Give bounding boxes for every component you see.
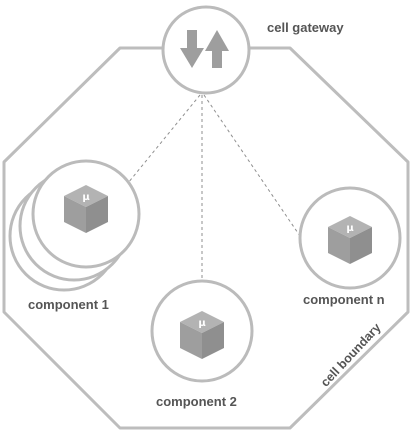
component-1-node[interactable]: μ — [8, 159, 141, 292]
up-down-arrows-icon — [180, 30, 229, 68]
component-n-badge: μ — [346, 223, 354, 234]
cell-boundary-octagon — [2, 46, 410, 430]
component-n-label: component n — [303, 292, 385, 307]
connections — [127, 94, 301, 282]
cell-gateway-node[interactable] — [161, 5, 251, 95]
component-1-badge: μ — [82, 192, 90, 203]
component-2-label: component 2 — [156, 394, 237, 409]
component-1-label: component 1 — [28, 297, 109, 312]
connection-gateway-component-1 — [127, 94, 201, 184]
connection-gateway-component-n — [203, 94, 301, 237]
component-n-node[interactable]: μ — [298, 186, 402, 290]
component-2-badge: μ — [198, 318, 206, 329]
cell-gateway-label: cell gateway — [267, 20, 344, 35]
component-2-node[interactable]: μ — [150, 279, 254, 383]
